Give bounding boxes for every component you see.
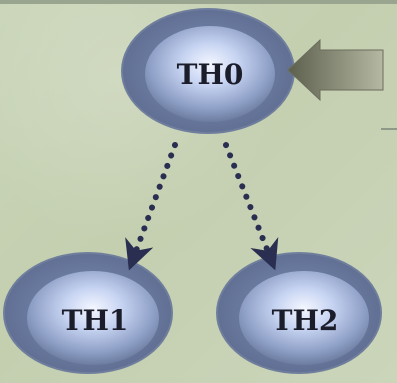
cell-th0: TH0: [121, 8, 295, 134]
arrow-th0-to-th2: [223, 142, 279, 271]
arrow-th0-to-th1: [125, 142, 178, 271]
cell-th2: TH2: [216, 252, 382, 374]
cell-th2-label: TH2: [272, 304, 339, 337]
input-arrow-icon: [287, 38, 384, 102]
cell-th0-label: TH0: [177, 58, 244, 91]
right-divider-line: [381, 128, 397, 130]
cell-th1-label: TH1: [62, 304, 129, 337]
cell-th1: TH1: [3, 252, 173, 374]
top-border: [0, 0, 397, 4]
